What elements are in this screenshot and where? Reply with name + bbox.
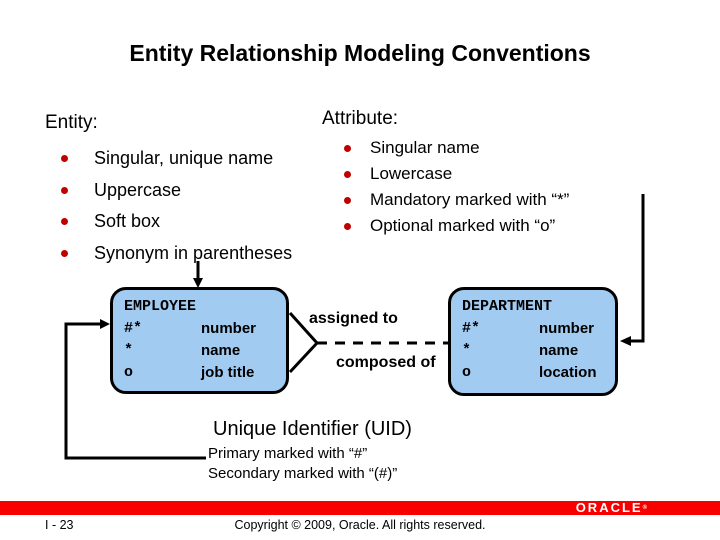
copyright-text: Copyright © 2009, Oracle. All rights res…: [234, 518, 486, 532]
attribute-row: * name: [462, 339, 615, 361]
left-arrowhead-icon: [620, 336, 631, 346]
entity-convention-item: Singular, unique name: [45, 143, 292, 175]
bullet-icon: [61, 155, 68, 163]
attribute-marker: o: [124, 363, 134, 381]
employee-entity-box: EMPLOYEE #* number * name o job title: [110, 287, 289, 394]
attribute-convention-label: Mandatory marked with “*”: [370, 190, 570, 209]
attribute-convention-label: Singular name: [370, 138, 480, 157]
entity-convention-item: Soft box: [45, 206, 292, 238]
attribute-marker: #*: [462, 319, 481, 337]
entity-conventions-block: Entity: Singular, unique name Uppercase …: [45, 112, 292, 269]
attribute-value: location: [539, 363, 597, 381]
attribute-value: job title: [201, 363, 255, 381]
entity-convention-label: Uppercase: [94, 179, 182, 200]
attribute-value: name: [539, 341, 579, 359]
attribute-marker: o: [462, 363, 472, 381]
attribute-row: o job title: [124, 361, 286, 383]
attribute-convention-label: Lowercase: [370, 164, 453, 183]
bullet-icon: [61, 218, 68, 226]
entity-convention-label: Singular, unique name: [94, 148, 274, 169]
attribute-convention-label: Optional marked with “o”: [370, 216, 556, 235]
attribute-convention-item: Lowercase: [322, 161, 569, 187]
registered-mark-icon: ®: [642, 505, 647, 511]
attribute-marker: #*: [124, 319, 143, 337]
entity-convention-item: Uppercase: [45, 175, 292, 207]
uid-primary-note: Primary marked with “#”: [208, 445, 368, 462]
attribute-value: number: [201, 319, 257, 337]
bullet-icon: [344, 222, 351, 230]
entity-conventions-heading: Entity:: [45, 112, 98, 133]
attribute-value: name: [201, 341, 241, 359]
attribute-row: #* number: [124, 317, 286, 339]
attribute-convention-item: Mandatory marked with “*”: [322, 187, 569, 213]
entity-convention-item: Synonym in parentheses: [45, 238, 292, 270]
uid-title: Unique Identifier (UID): [213, 418, 412, 440]
oracle-logo-text: ORACLE: [575, 500, 643, 515]
entity-convention-label: Synonym in parentheses: [94, 242, 293, 263]
attribute-convention-item: Singular name: [322, 135, 569, 161]
entity-name: DEPARTMENT: [462, 298, 553, 315]
attribute-row: #* number: [462, 317, 615, 339]
oracle-logo: ORACLE®: [576, 501, 647, 515]
attribute-row: o location: [462, 361, 615, 383]
attribute-conventions-block: Attribute: Singular name Lowercase Manda…: [322, 108, 569, 239]
attribute-marker: *: [462, 341, 472, 359]
bullet-icon: [61, 186, 68, 194]
bullet-icon: [344, 144, 351, 152]
attribute-pointer-line: [624, 194, 645, 343]
bullet-icon: [344, 196, 351, 204]
bullet-icon: [344, 170, 351, 178]
uid-secondary-note: Secondary marked with “(#)”: [208, 465, 398, 482]
right-arrowhead-icon: [100, 319, 110, 329]
page-number: I - 23: [45, 518, 74, 532]
attribute-row: * name: [124, 339, 286, 361]
relationship-label-assigned-to: assigned to: [309, 310, 398, 327]
attribute-marker: *: [124, 341, 134, 359]
down-arrowhead-icon: [193, 278, 203, 288]
relationship-label-composed-of: composed of: [336, 354, 436, 371]
bullet-icon: [61, 249, 68, 257]
attribute-conventions-heading: Attribute:: [322, 108, 399, 129]
attribute-convention-item: Optional marked with “o”: [322, 213, 569, 239]
attribute-value: number: [539, 319, 595, 337]
uid-bracket-line: [64, 322, 206, 460]
department-entity-box: DEPARTMENT #* number * name o location: [448, 287, 618, 396]
page-title: Entity Relationship Modeling Conventions: [129, 40, 591, 66]
entity-convention-label: Soft box: [94, 211, 161, 232]
entity-name: EMPLOYEE: [124, 298, 197, 315]
footer-bar: ORACLE®: [0, 501, 720, 515]
